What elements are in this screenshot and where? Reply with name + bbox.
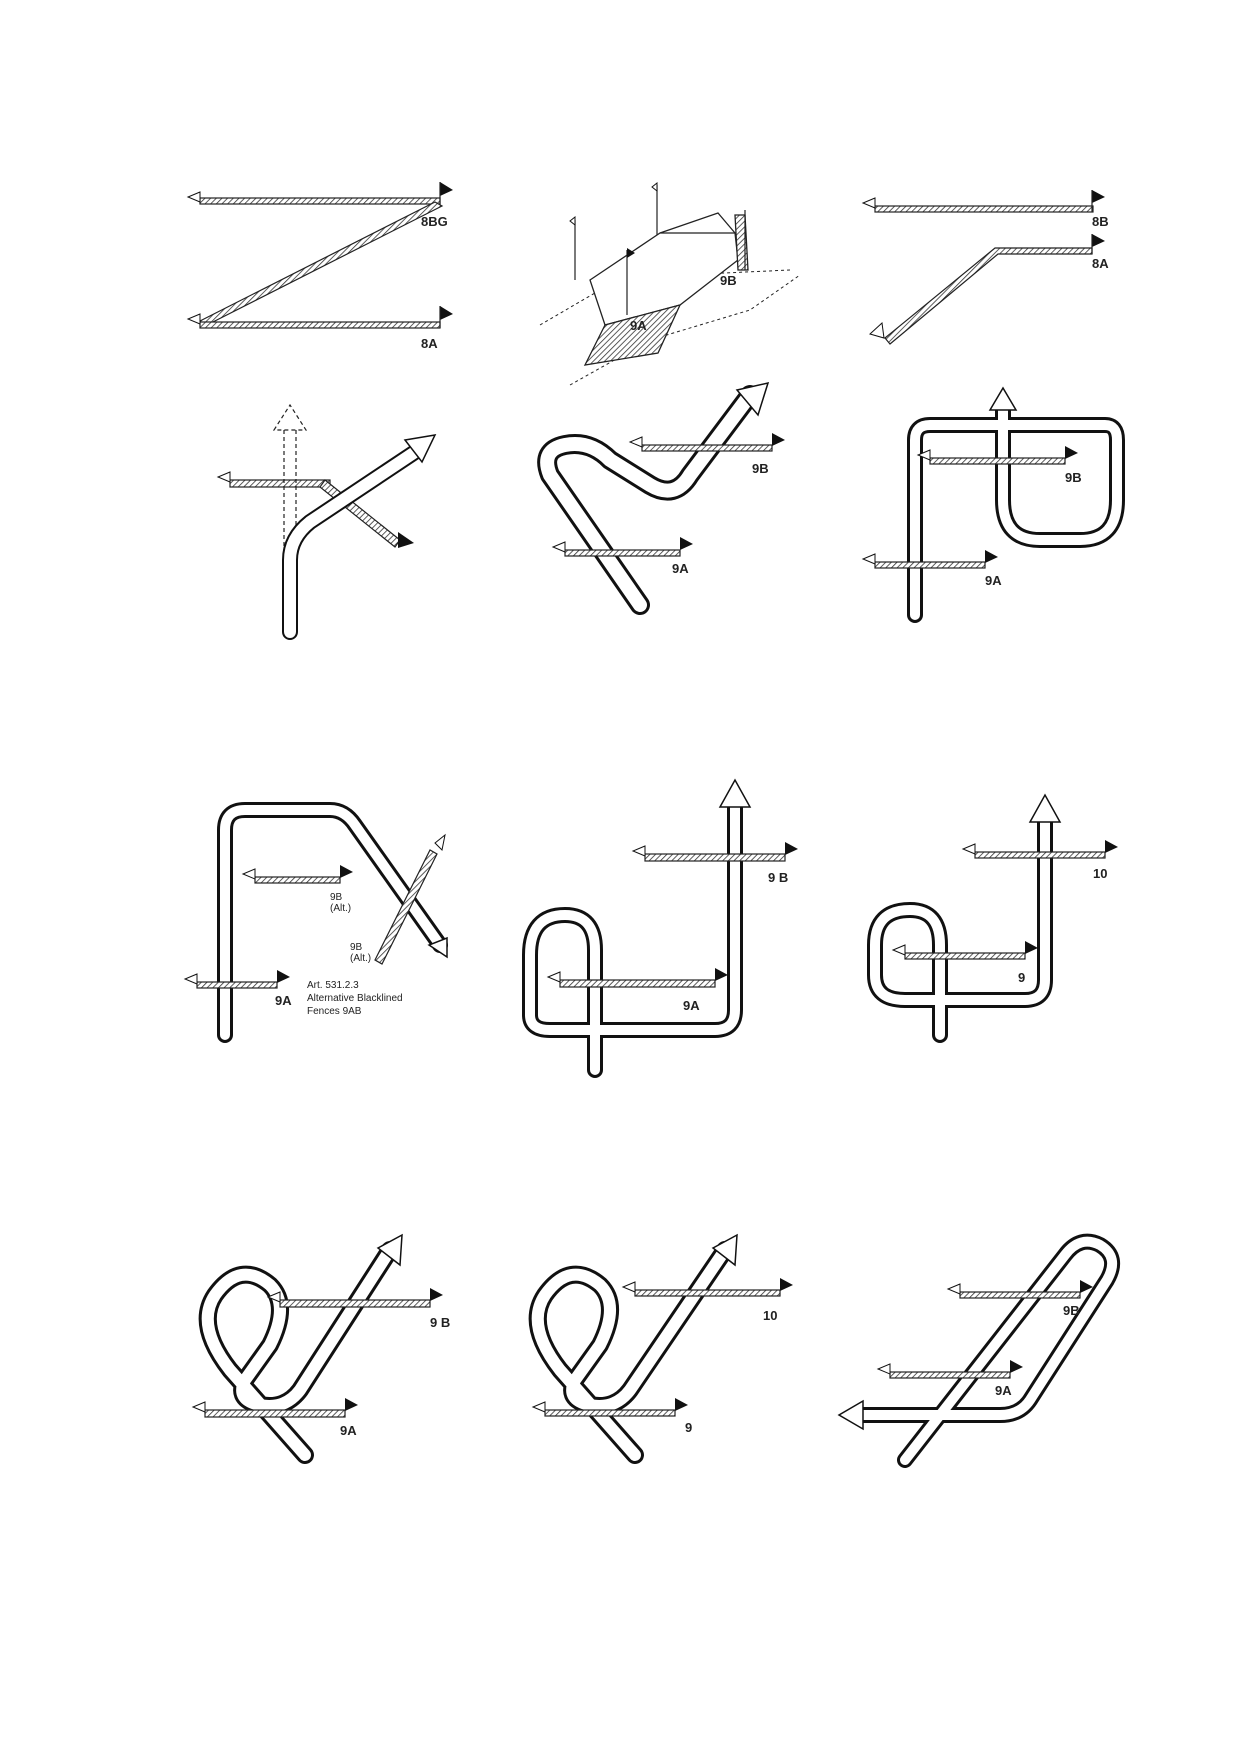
label-9a: 9A (683, 998, 700, 1013)
diagram-curl-9b-9a: 9 B 9A (515, 778, 805, 1078)
label-9a: 9A (985, 573, 1002, 588)
label-9b: 9B (752, 461, 769, 476)
arrow-path (907, 386, 1125, 623)
label-9a: 9A (275, 993, 292, 1008)
label-9: 9 (685, 1420, 692, 1435)
poles (569, 181, 746, 315)
label-9: 9 (1018, 970, 1025, 985)
fence-9b-alt-diagonal (374, 833, 446, 965)
fence-10 (621, 1278, 793, 1297)
arrow-path (217, 802, 448, 1043)
fence-9b (916, 446, 1078, 465)
label-8a: 8A (421, 336, 438, 351)
fence-9 (531, 1398, 688, 1417)
note-line-1: Art. 531.2.3 (307, 980, 359, 991)
diagram-8b-8a: 8B 8A (860, 178, 1130, 353)
fence-9b (631, 842, 798, 862)
label-9a: 9A (995, 1383, 1012, 1398)
label-9b-alt-1: 9B(Alt.) (330, 892, 351, 914)
fence-9b (266, 1288, 443, 1308)
note-line-3: Fences 9AB (307, 1006, 362, 1017)
fence-bottom (186, 306, 453, 329)
label-9a: 9A (340, 1423, 357, 1438)
solid-arrow (282, 434, 437, 640)
fence-9b (946, 1280, 1093, 1299)
diagram-figure8-9b-9a: 9 B 9A (190, 1230, 470, 1464)
arrow-path (528, 1233, 738, 1464)
fence-9a (876, 1360, 1023, 1379)
note-line-2: Alternative Blacklined (307, 993, 403, 1004)
fence-9a (551, 537, 693, 557)
diagram-hairpin-9b-9a: 9B 9A (837, 1233, 1130, 1468)
label-9b-alt-2: 9B(Alt.) (350, 942, 371, 964)
diagram-figure8-10-9: 10 9 (520, 1230, 805, 1464)
arrow-path (198, 1233, 403, 1464)
diagram-crossing-arrows (200, 400, 450, 640)
diagram-ditch-9b-9a: 9B 9A (530, 175, 805, 386)
fence-8b (861, 190, 1105, 213)
diagram-pretzel-9b-9a: 9B 9A (855, 386, 1125, 623)
label-9b: 9B (1063, 1303, 1080, 1318)
diagram-curl-10-9: 10 9 (860, 793, 1130, 1043)
label-8a: 8A (1092, 256, 1109, 271)
label-9a: 9A (630, 318, 647, 333)
label-9b: 9B (720, 273, 737, 288)
diagram-alt-blacklined-9ab: 9B(Alt.) 9B(Alt.) 9A Art. 531.2.3 Altern… (183, 800, 460, 1043)
label-9b: 9B (1065, 470, 1082, 485)
label-9a: 9A (672, 561, 689, 576)
arrow-path (837, 1233, 1121, 1468)
fence-8a (869, 234, 1105, 345)
fence-top (186, 182, 453, 205)
arrow-path (867, 793, 1062, 1043)
fence-9a (546, 968, 728, 988)
label-8bg: 8BG (421, 214, 448, 229)
arrow-path (537, 381, 770, 615)
diagram-loop-9b-9a: 9B 9A (530, 381, 810, 620)
fence-10 (961, 840, 1118, 859)
fence-9 (891, 941, 1038, 960)
fence-9a (183, 970, 290, 989)
fence-9b (628, 433, 785, 452)
arrow-path (522, 778, 752, 1078)
label-10: 10 (1093, 866, 1107, 881)
label-8b: 8B (1092, 214, 1109, 229)
label-10: 10 (763, 1308, 777, 1323)
fence-diagonal (196, 201, 444, 327)
fence-9a (861, 550, 998, 569)
fence-9a (191, 1398, 358, 1418)
label-9b: 9 B (430, 1315, 450, 1330)
diagram-8bg-8a: 8BG 8A (185, 178, 470, 351)
label-9b: 9 B (768, 870, 788, 885)
fence-9b-alt-horizontal (241, 865, 353, 884)
ditch (583, 212, 749, 366)
